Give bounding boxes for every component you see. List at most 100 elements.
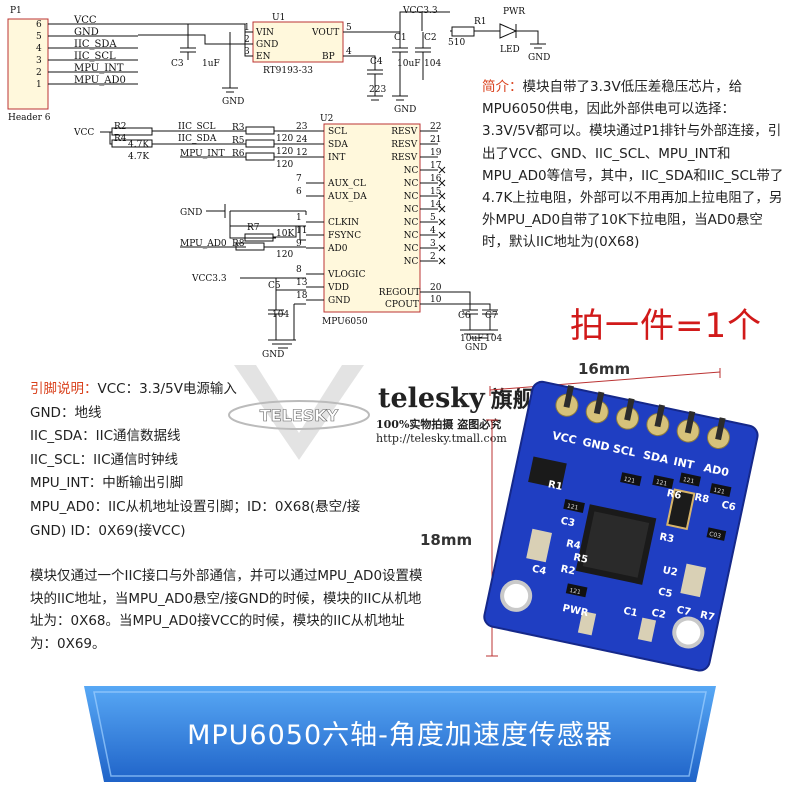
- c3-value: 1uF: [202, 59, 220, 69]
- nc-mark: [438, 179, 446, 187]
- p1-pin-number: 1: [36, 80, 42, 90]
- smd-resistor: [563, 499, 585, 513]
- chip-right-pin-number: 22: [430, 122, 441, 132]
- board-ref-r3: R3: [658, 532, 675, 546]
- chip-left-pin-name: INT: [328, 153, 345, 163]
- series-ref: R3: [232, 123, 245, 133]
- p1-net-label: MPU_INT: [74, 63, 124, 74]
- series-value: 120: [276, 147, 293, 157]
- nc-mark: [438, 244, 446, 252]
- board-ref-r4: R4: [565, 538, 582, 552]
- dimension-height: 18mm: [420, 531, 473, 549]
- board-header-label: AD0: [703, 461, 731, 479]
- chip-left-pin-number: 24: [296, 135, 308, 145]
- gnd-label-bottom: GND: [262, 350, 284, 360]
- r7-ref: R7: [247, 223, 260, 233]
- chip-right-pin-number: 19: [430, 148, 442, 158]
- pin-description: 引脚说明：VCC：3.3/5V电源输入 GND：地线 IIC_SDA：IIC通信…: [30, 378, 430, 543]
- pullup-value: 4.7K: [128, 152, 149, 162]
- c4-value: 223: [369, 85, 386, 95]
- gnd-label-reg: GND: [222, 97, 244, 107]
- chip-right-pin-name: RESV: [391, 127, 418, 137]
- chip-right-pin-number: 4: [430, 226, 436, 236]
- u1-pin-number: 5: [346, 23, 352, 33]
- board-ref-r5: R5: [572, 552, 589, 566]
- chip-left-pin-name: VDD: [327, 283, 349, 293]
- chip-left-pin-number: 6: [296, 187, 302, 197]
- pullup-net: IIC_SDA: [178, 134, 217, 144]
- chip-left-pin-number: 18: [296, 291, 308, 301]
- intro-text: 简介：模块自带了3.3V低压差稳压芯片，给MPU6050供电，因此外部供电可以选…: [482, 76, 784, 254]
- nc-mark: [438, 166, 446, 174]
- smd-resistor-code: 121: [655, 479, 668, 488]
- title-banner: [84, 686, 716, 782]
- chip-right-pin-number: 17: [430, 161, 442, 171]
- series-value: 120: [276, 134, 293, 144]
- chip-left-pin-name: FSYNC: [328, 231, 361, 241]
- chip-left-pin-number: 1: [296, 213, 302, 223]
- intro-lead: 简介：: [482, 79, 523, 95]
- pin-desc-lead: 引脚说明：: [30, 381, 98, 397]
- chip-left-pin-number: 9: [296, 239, 302, 249]
- gnd-label-fsync: GND: [180, 208, 202, 218]
- board-ref-r2: R2: [560, 564, 577, 578]
- vcc-label: VCC: [73, 128, 94, 138]
- nc-mark: [438, 192, 446, 200]
- gnd-label-caps: GND: [394, 105, 416, 115]
- chip-left-pin-number: 23: [296, 122, 308, 132]
- board-header-label: INT: [672, 455, 696, 472]
- chip-right-pin-number: 20: [430, 283, 442, 293]
- p1-net-label: IIC_SDA: [74, 39, 117, 50]
- promo-text: 拍一件=1个: [570, 306, 763, 346]
- board-ref-c4: C4: [531, 564, 547, 578]
- chip-right-pin-number: 2: [430, 252, 436, 262]
- header-pin: [563, 385, 574, 408]
- pullup-value: 4.7K: [128, 140, 149, 150]
- chip-left-pin-name: AD0: [327, 244, 348, 254]
- p1-ref: P1: [10, 6, 22, 16]
- u1-pin-name: VIN: [255, 28, 274, 38]
- board-ref-c3: C3: [560, 516, 576, 530]
- c5-value: 104: [272, 310, 289, 320]
- p1-net-label: GND: [74, 27, 99, 38]
- c2-value: 104: [424, 59, 441, 69]
- chip-left-pin-name: SDA: [328, 140, 348, 150]
- p1-pin-number: 4: [36, 44, 42, 54]
- pin-desc-line-4: MPU_INT：中断输出引脚: [30, 475, 184, 492]
- p1-pin-number: 6: [36, 20, 42, 30]
- chip-right-pin-number: 3: [430, 239, 436, 249]
- c6-ref: C6: [458, 311, 471, 321]
- board-ref-r8: R8: [693, 492, 710, 506]
- led-label: PWR: [503, 7, 525, 17]
- series-value: 120: [276, 250, 293, 260]
- dimension-width: 16mm: [578, 360, 631, 378]
- p1-pin-number: 3: [36, 56, 42, 66]
- series-value: 120: [276, 160, 293, 170]
- chip-right-pin-name: RESV: [391, 140, 418, 150]
- chip-left-pin-name: CLKIN: [328, 218, 359, 228]
- smd-resistor-code: 121: [713, 487, 726, 496]
- banner-title: MPU6050六轴-角度加速度传感器: [187, 720, 613, 751]
- p1-pin-number: 5: [36, 32, 42, 42]
- board-ref-r6: R6: [666, 488, 683, 502]
- chip-right-pin-number: 14: [430, 200, 442, 210]
- header-pin: [715, 417, 726, 441]
- smd-cap: [706, 527, 727, 541]
- vcc33-mid: VCC3.3: [191, 274, 227, 284]
- chip-left-pin-name: GND: [328, 296, 350, 306]
- board-ref-pwr: PWR: [561, 603, 589, 619]
- pullup-net: IIC_SCL: [178, 122, 216, 132]
- intro-body: 模块自带了3.3V低压差稳压芯片，给MPU6050供电，因此外部供电可以选择：3…: [482, 79, 784, 251]
- gnd-label-cpout: GND: [465, 343, 487, 353]
- chip-right-pin-number: 16: [430, 174, 442, 184]
- u1-ref: U1: [272, 13, 285, 23]
- c1-ref: C1: [394, 33, 407, 43]
- header-pin: [624, 397, 635, 421]
- u1-pin-name: GND: [256, 40, 278, 50]
- p1-pin-number: 2: [36, 68, 42, 78]
- u2-ref: U2: [320, 114, 333, 124]
- address-note: 模块仅通过一个IIC接口与外部通信，并可以通过MPU_AD0设置模块的IIC地址…: [30, 568, 423, 652]
- c1-value: 10uF: [397, 59, 421, 69]
